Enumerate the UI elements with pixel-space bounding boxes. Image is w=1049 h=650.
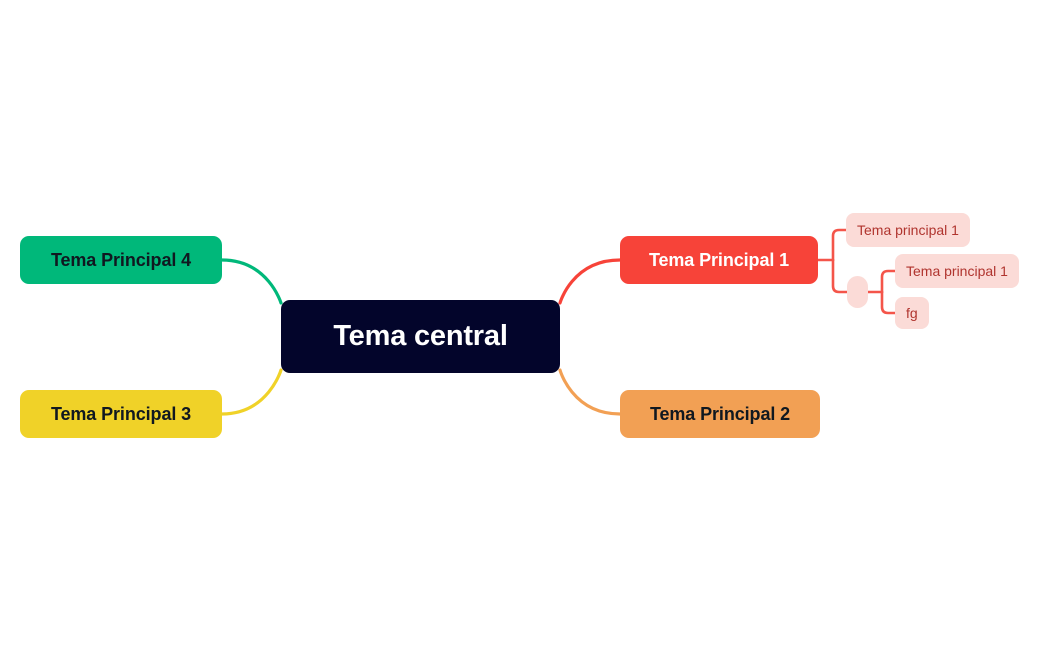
- edge-central-to-tema-principal-4: [220, 258, 283, 305]
- sub-node-tema-principal-1a[interactable]: Tema principal 1: [846, 213, 970, 247]
- branch-node-tema-principal-3[interactable]: Tema Principal 3: [20, 390, 222, 438]
- edge-trunk-to-sub-tema-principal-1a: [831, 228, 848, 262]
- central-node-label: Tema central: [333, 320, 508, 352]
- edge-central-to-tema-principal-3: [220, 368, 283, 416]
- edge-central-to-tema-principal-2: [558, 368, 622, 416]
- sub-node-label: Tema principal 1: [857, 222, 959, 238]
- edge-collapsed-to-sub-tema-principal-1b: [880, 269, 897, 294]
- sub-node-fg[interactable]: fg: [895, 297, 929, 329]
- sub-node-collapsed[interactable]: [847, 276, 868, 308]
- branch-node-label: Tema Principal 3: [50, 403, 192, 424]
- branch-node-tema-principal-4[interactable]: Tema Principal 4: [20, 236, 222, 284]
- branch-node-label: Tema Principal 4: [50, 249, 192, 270]
- edge-trunk-to-sub-collapsed-node: [831, 258, 849, 294]
- edge-central-to-tema-principal-1: [558, 258, 622, 305]
- sub-node-label: fg: [906, 305, 918, 321]
- branch-node-tema-principal-2[interactable]: Tema Principal 2: [620, 390, 820, 438]
- sub-node-label: Tema principal 1: [906, 263, 1008, 279]
- branch-node-label: Tema Principal 2: [649, 403, 791, 424]
- branch-node-label: Tema Principal 1: [648, 249, 790, 270]
- edge-collapsed-to-sub-fg: [880, 290, 897, 315]
- sub-node-tema-principal-1b[interactable]: Tema principal 1: [895, 254, 1019, 288]
- branch-node-tema-principal-1[interactable]: Tema Principal 1: [620, 236, 818, 284]
- central-node[interactable]: Tema central: [281, 300, 560, 373]
